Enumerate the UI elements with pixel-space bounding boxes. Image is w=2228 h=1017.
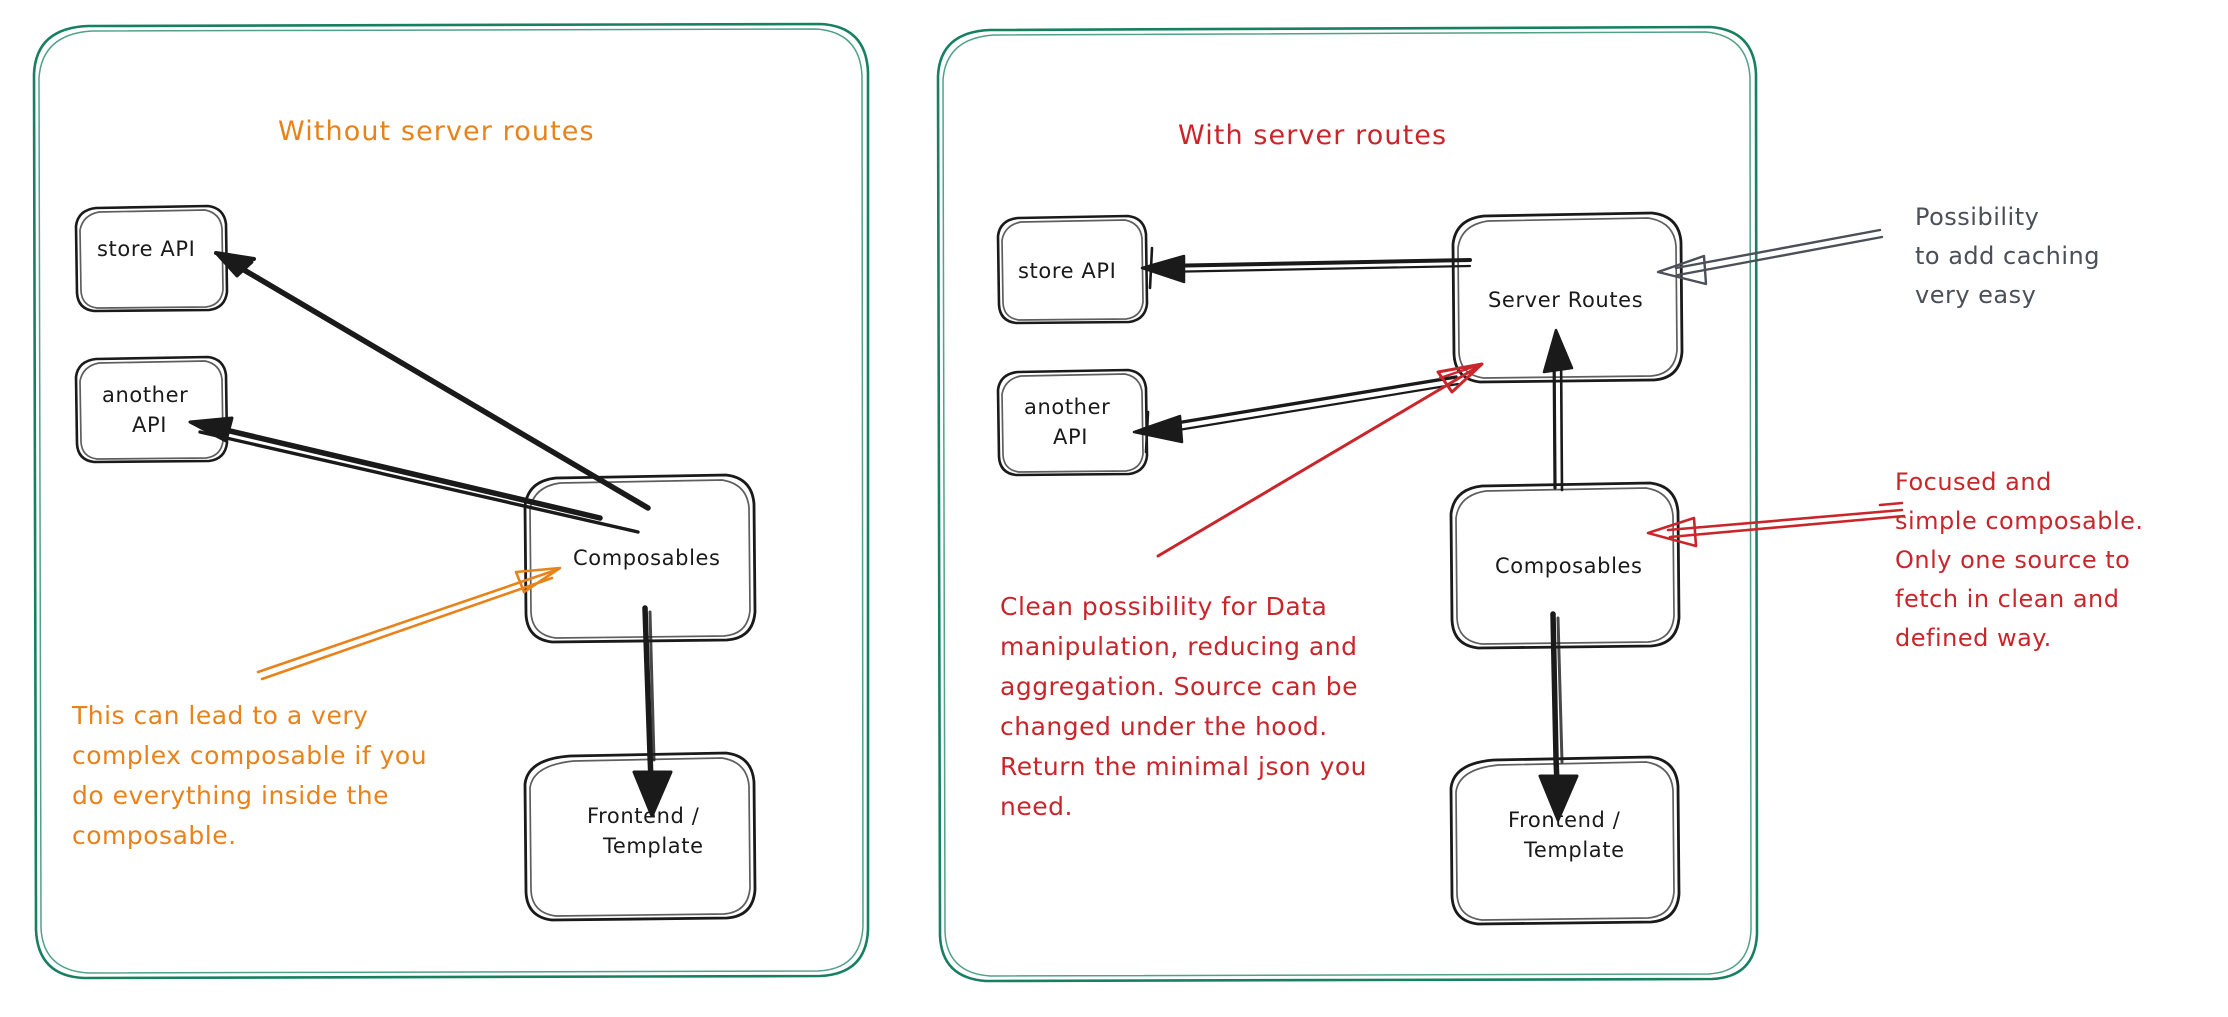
panel-with-server-routes-frame — [936, 25, 1759, 983]
node-server-routes-label: Server Routes — [1488, 288, 1643, 312]
note-data-manipulation: Clean possibility for Data manipulation,… — [1000, 592, 1367, 821]
node-frontend-template-2[interactable]: Frontend / Template — [1449, 755, 1681, 926]
node-another-api-2[interactable]: another API — [996, 368, 1149, 477]
note-data-manipulation-line-5: Return the minimal json you — [1000, 752, 1367, 781]
edge-server-routes-to-store-api-2 — [1140, 246, 1472, 290]
node-another-api-label-line2: API — [132, 413, 167, 437]
note-complex-composable-line-2: complex composable if you — [72, 741, 427, 770]
annotation-arrow-data-manipulation — [1156, 362, 1484, 558]
node-composables-2-label: Composables — [1495, 554, 1643, 578]
note-data-manipulation-line-2: manipulation, reducing and — [1000, 632, 1357, 661]
edge-composables-to-another-api — [188, 416, 640, 534]
node-composables-2[interactable]: Composables — [1449, 481, 1681, 650]
node-composables-label: Composables — [573, 546, 721, 570]
node-store-api[interactable]: store API — [74, 204, 229, 313]
annotation-arrow-complex-composable — [256, 566, 562, 681]
note-caching: Possibility to add caching very easy — [1915, 203, 2100, 309]
note-focused-composable-line-5: defined way. — [1895, 624, 2052, 652]
note-caching-line-3: very easy — [1915, 281, 2036, 309]
edge-composables-to-frontend — [632, 605, 673, 818]
note-complex-composable: This can lead to a very complex composab… — [71, 701, 427, 850]
panel-title-with-server-routes: With server routes — [1178, 120, 1447, 151]
node-store-api-2-label: store API — [1018, 259, 1116, 283]
note-focused-composable-line-1: Focused and — [1895, 468, 2052, 496]
note-data-manipulation-line-4: changed under the hood. — [1000, 712, 1328, 741]
note-complex-composable-line-1: This can lead to a very — [71, 701, 368, 730]
panel-title-without-server-routes: Without server routes — [278, 116, 595, 147]
node-store-api-label: store API — [97, 237, 195, 261]
note-data-manipulation-line-1: Clean possibility for Data — [1000, 592, 1327, 621]
node-server-routes[interactable]: Server Routes — [1451, 211, 1684, 384]
node-frontend-template-2-label-line1: Frontend / — [1508, 808, 1621, 832]
note-complex-composable-line-4: composable. — [72, 821, 237, 850]
note-focused-composable-line-3: Only one source to — [1895, 546, 2130, 574]
note-caching-line-2: to add caching — [1915, 242, 2100, 270]
node-frontend-template-2-label-line2: Template — [1523, 838, 1625, 862]
node-frontend-template-label-line2: Template — [602, 834, 704, 858]
note-focused-composable-line-2: simple composable. — [1895, 507, 2144, 535]
node-another-api-2-label-line1: another — [1024, 395, 1110, 419]
note-caching-line-1: Possibility — [1915, 203, 2039, 231]
note-data-manipulation-line-6: need. — [1000, 792, 1073, 821]
note-focused-composable-line-4: fetch in clean and — [1895, 585, 2120, 613]
edge-composables-2-to-frontend-2 — [1538, 611, 1579, 822]
panel-without-server-routes-frame — [32, 22, 870, 980]
annotation-arrow-caching — [1656, 228, 1884, 286]
node-frontend-template-label-line1: Frontend / — [587, 804, 700, 828]
node-frontend-template[interactable]: Frontend / Template — [523, 751, 757, 922]
edge-composables-to-store-api — [214, 251, 651, 511]
note-data-manipulation-line-3: aggregation. Source can be — [1000, 672, 1358, 701]
edge-composables-2-to-server-routes — [1542, 328, 1574, 492]
note-complex-composable-line-3: do everything inside the — [72, 781, 389, 810]
node-another-api-label-line1: another — [102, 383, 188, 407]
annotation-arrow-focused-composable — [1646, 501, 1906, 548]
node-store-api-2[interactable]: store API — [996, 214, 1149, 325]
edge-server-routes-to-another-api-2 — [1132, 375, 1460, 454]
node-another-api[interactable]: another API — [74, 355, 229, 464]
node-composables[interactable]: Composables — [523, 473, 757, 644]
note-focused-composable: Focused and simple composable. Only one … — [1895, 468, 2144, 652]
node-another-api-2-label-line2: API — [1053, 425, 1088, 449]
